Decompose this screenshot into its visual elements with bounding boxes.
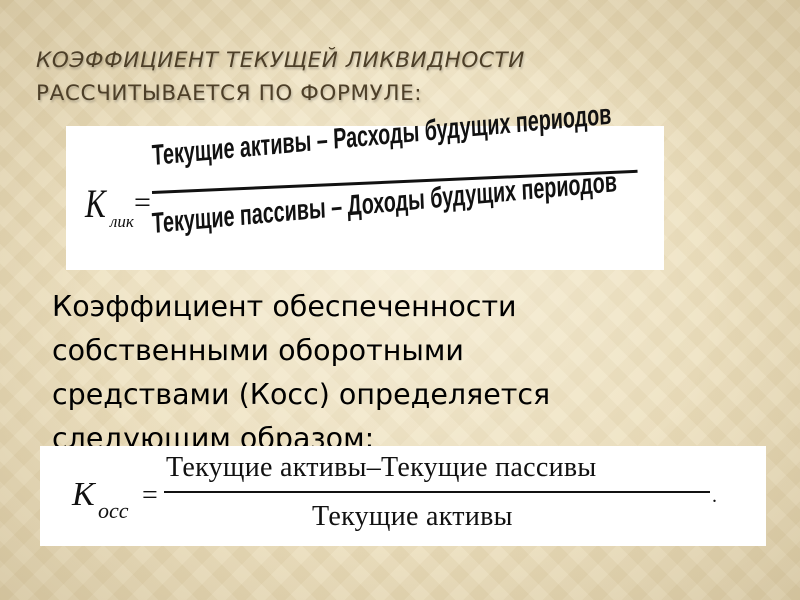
working-capital-ratio-formula-image: K осс = Текущие активы–Текущие пассивы .… xyxy=(40,446,766,546)
slide-title-line-1: КОЭФФИЦИЕНТ ТЕКУЩЕЙ ЛИКВИДНОСТИ xyxy=(36,48,525,73)
formula2-numerator: Текущие активы–Текущие пассивы xyxy=(166,452,597,483)
slide-title: КОЭФФИЦИЕНТ ТЕКУЩЕЙ ЛИКВИДНОСТИ РАССЧИТЫ… xyxy=(36,44,776,110)
formula2-denominator: Текущие активы xyxy=(312,501,513,532)
formula1-equals: = xyxy=(134,186,151,219)
formula2-subscript: осс xyxy=(98,498,129,523)
formula2-trailing-mark: . xyxy=(712,485,717,507)
formula1-denominator: Текущие пассивы – Доходы будущих периодо… xyxy=(151,166,618,240)
body-text: Коэффициент обеспеченности собственными … xyxy=(52,290,551,455)
formula2-fraction-bar xyxy=(164,491,710,493)
formula2-variable: K xyxy=(72,476,95,513)
formula2-equals: = xyxy=(142,480,158,511)
formula1-variable: K xyxy=(85,181,106,226)
formula1-subscript: лик xyxy=(110,212,134,231)
current-liquidity-formula-image: K лик = Текущие активы – Расходы будущих… xyxy=(66,99,664,270)
slide-title-line-2: РАССЧИТЫВАЕТСЯ ПО ФОРМУЛЕ: xyxy=(36,81,423,106)
